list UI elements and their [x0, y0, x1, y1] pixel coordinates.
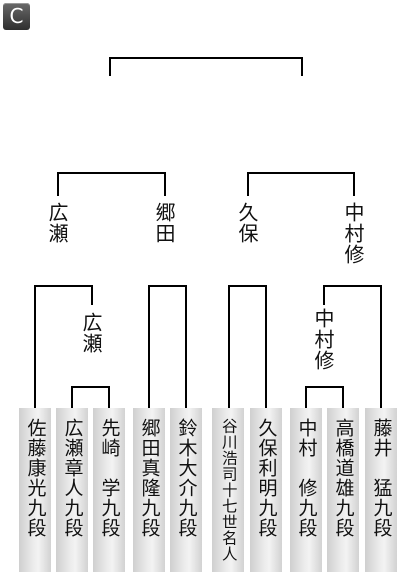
semi-winner-hirose: 広瀬	[45, 202, 69, 244]
r1a-stub-b	[108, 386, 110, 408]
semi-right-connector	[247, 172, 354, 174]
r1b-stub-b	[342, 386, 344, 408]
semi-left-stub-a	[57, 172, 59, 196]
player-suzuki: 鈴木大介九段	[170, 408, 202, 572]
player-hirose: 広瀬章人九段	[56, 408, 88, 572]
qf4-connector	[323, 285, 381, 287]
semi-winner-nakamura: 中村修	[341, 202, 365, 265]
semi-winner-gouda: 郷田	[152, 202, 176, 244]
qf3-stub-a	[228, 285, 230, 408]
semi-winner-kubo: 久保	[235, 202, 259, 244]
qf2-stub-b	[185, 285, 187, 408]
player-sato: 佐藤康光九段	[19, 408, 51, 572]
qf1-stub-b	[91, 285, 93, 305]
qf4-stub-b	[380, 285, 382, 408]
r1-connector-a	[71, 386, 109, 388]
semi-right-stub-b	[353, 172, 355, 196]
player-takahashi: 高橋道雄九段	[327, 408, 359, 572]
qf-winner-nakamura: 中村修	[311, 308, 335, 371]
player-fujii: 藤井 猛九段	[365, 408, 397, 572]
r1a-stub-a	[71, 386, 73, 408]
r1-connector-b	[305, 386, 343, 388]
qf1-stub-a	[34, 285, 36, 408]
r1b-stub-a	[305, 386, 307, 408]
final-left-stub	[109, 57, 111, 76]
semi-right-stub-a	[247, 172, 249, 196]
qf2-stub-a	[148, 285, 150, 408]
player-senzaki: 先崎 学九段	[93, 408, 125, 572]
player-kubo: 久保利明九段	[250, 408, 282, 572]
qf1-connector	[34, 285, 92, 287]
player-tanigawa: 谷川浩司十七世名人	[212, 408, 244, 572]
semi-left-stub-b	[164, 172, 166, 196]
final-right-stub	[301, 57, 303, 76]
final-connector	[109, 57, 302, 59]
player-gouda: 郷田真隆九段	[133, 408, 165, 572]
block-c-badge: C	[3, 3, 30, 30]
semi-left-connector	[57, 172, 165, 174]
qf3-stub-b	[265, 285, 267, 408]
qf2-connector	[148, 285, 186, 287]
qf-winner-hirose: 広瀬	[79, 312, 103, 354]
qf4-stub-a	[323, 285, 325, 305]
qf3-connector	[228, 285, 266, 287]
player-nakamura: 中村 修九段	[290, 408, 322, 572]
